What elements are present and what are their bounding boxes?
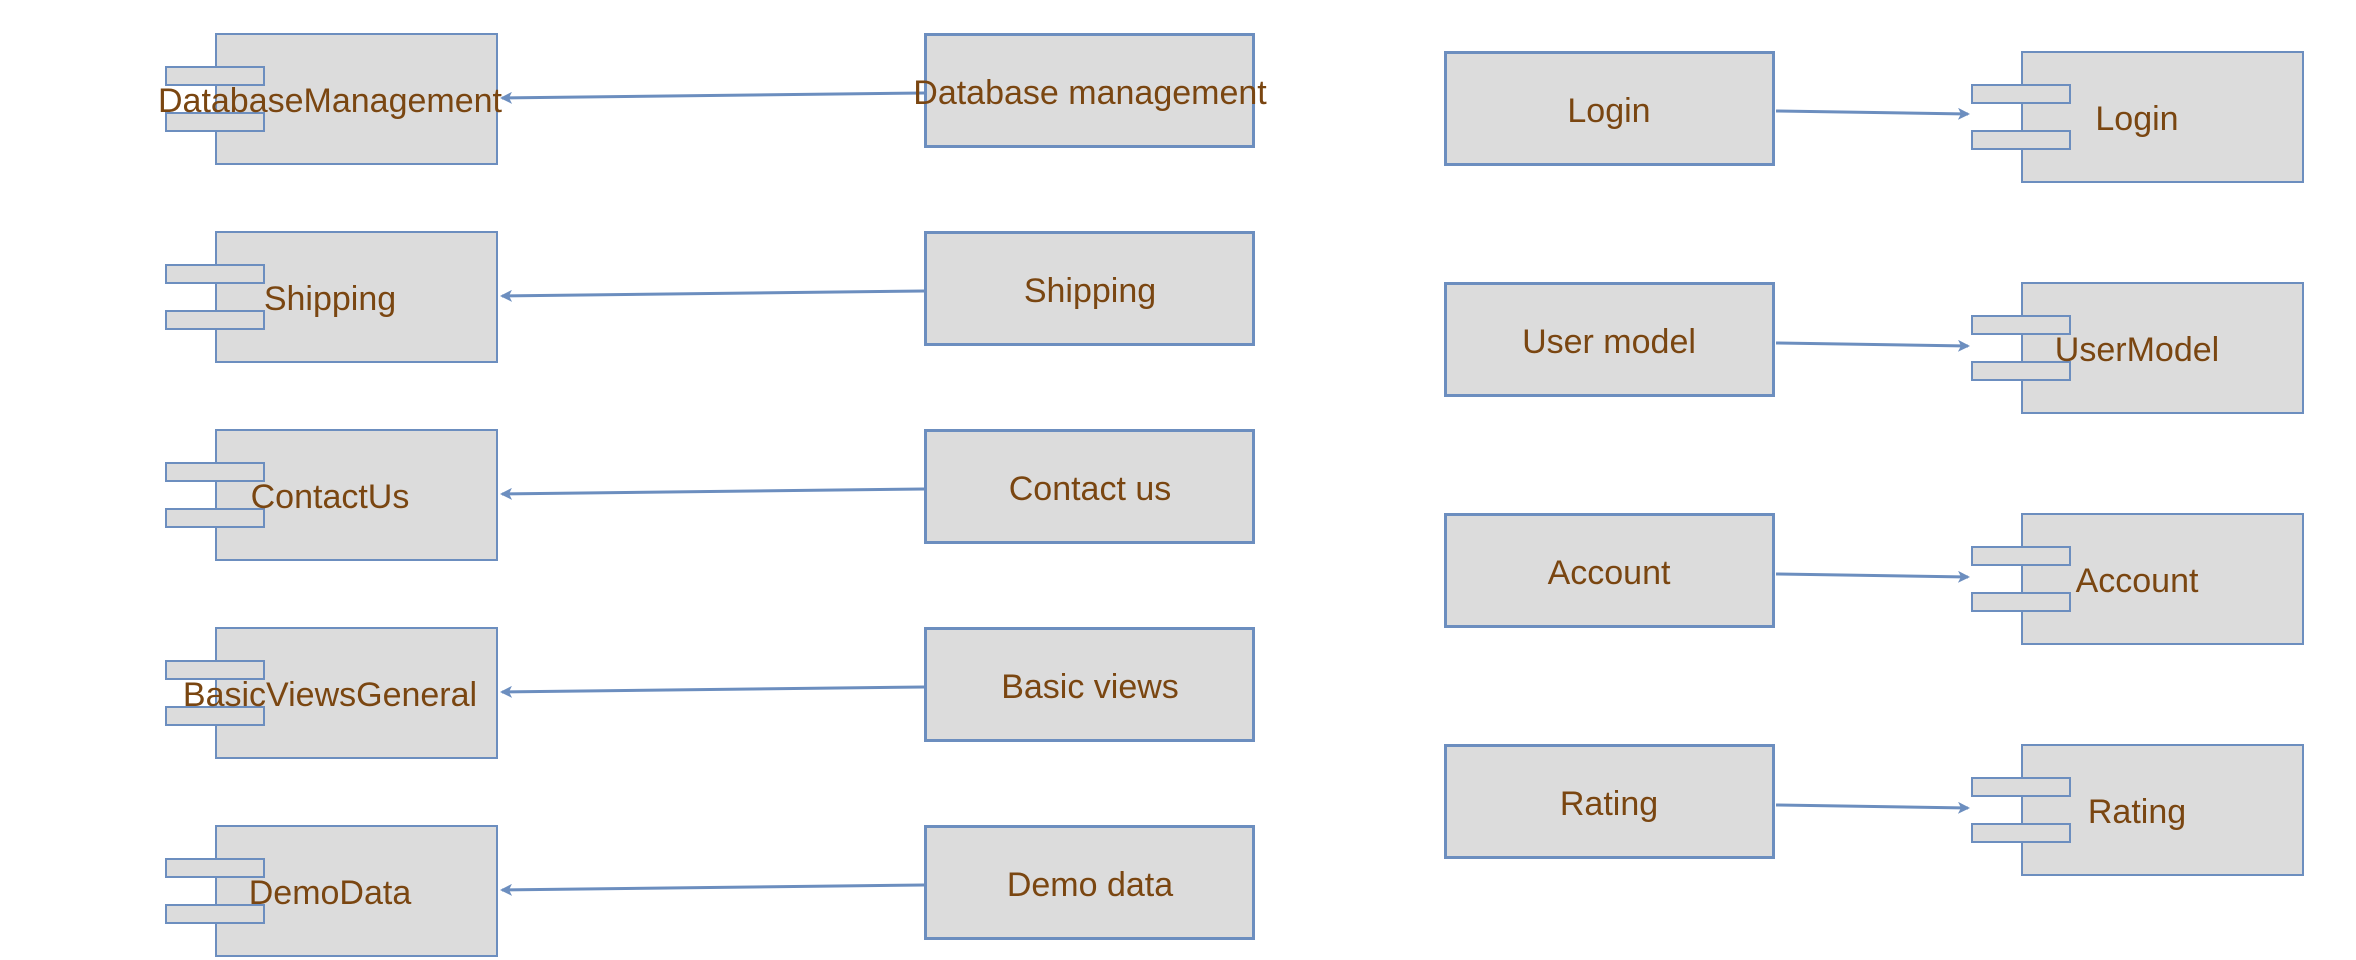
module-box-contact-us[interactable]	[924, 429, 1255, 544]
dependency-arrow-database-management	[500, 91, 925, 104]
module-box-account[interactable]	[1444, 513, 1775, 628]
component-port-upper	[1971, 315, 2071, 335]
component-shipping[interactable]	[215, 231, 498, 363]
component-label-account: Account	[2075, 562, 2199, 600]
component-login[interactable]	[2021, 51, 2304, 183]
dependency-arrow-contact-us	[500, 487, 925, 500]
component-port-upper	[165, 462, 265, 482]
module-label-rating: Rating	[1559, 785, 1659, 823]
module-box-login[interactable]	[1444, 51, 1775, 166]
module-box-basic-views[interactable]	[924, 627, 1255, 742]
module-box-user-model[interactable]	[1444, 282, 1775, 397]
module-box-shipping[interactable]	[924, 231, 1255, 346]
dependency-arrow-basic-views	[500, 685, 925, 698]
component-label-database-management: DatabaseManagement	[157, 82, 503, 120]
component-port-upper	[165, 264, 265, 284]
component-port-upper	[165, 858, 265, 878]
component-port-upper	[165, 660, 265, 680]
component-port-lower	[165, 706, 265, 726]
dependency-arrow-login	[1775, 107, 1970, 120]
module-box-demo-data[interactable]	[924, 825, 1255, 940]
dependency-arrow-rating	[1775, 801, 1970, 814]
component-label-login: Login	[2095, 100, 2179, 138]
module-label-contact-us: Contact us	[1008, 470, 1172, 508]
component-database-management[interactable]	[215, 33, 498, 165]
component-port-lower	[165, 112, 265, 132]
module-label-shipping: Shipping	[1023, 272, 1157, 310]
module-label-basic-views: Basic views	[1001, 668, 1179, 706]
component-rating[interactable]	[2021, 744, 2304, 876]
component-port-lower	[1971, 361, 2071, 381]
component-label-basic-views-general: BasicViewsGeneral	[182, 676, 478, 714]
component-port-lower	[165, 310, 265, 330]
component-label-user-model: UserModel	[2054, 331, 2220, 369]
component-port-lower	[1971, 823, 2071, 843]
component-account[interactable]	[2021, 513, 2304, 645]
component-port-lower	[1971, 130, 2071, 150]
component-port-upper	[1971, 84, 2071, 104]
component-contact-us[interactable]	[215, 429, 498, 561]
component-label-demo-data: DemoData	[248, 874, 412, 912]
component-label-shipping: Shipping	[263, 280, 397, 318]
component-label-contact-us: ContactUs	[250, 478, 410, 516]
module-label-login: Login	[1567, 92, 1651, 130]
component-demo-data[interactable]	[215, 825, 498, 957]
module-label-demo-data: Demo data	[1006, 866, 1174, 904]
component-port-lower	[1971, 592, 2071, 612]
module-label-user-model: User model	[1522, 323, 1696, 361]
dependency-arrow-account	[1775, 570, 1970, 583]
component-basic-views-general[interactable]	[215, 627, 498, 759]
component-port-lower	[165, 508, 265, 528]
component-user-model[interactable]	[2021, 282, 2304, 414]
module-label-database-management: Database management	[913, 74, 1267, 112]
dependency-arrow-user-model	[1775, 339, 1970, 352]
component-port-upper	[1971, 777, 2071, 797]
component-label-rating: Rating	[2087, 793, 2187, 831]
dependency-arrow-shipping	[500, 289, 925, 302]
module-label-account: Account	[1547, 554, 1671, 592]
module-box-rating[interactable]	[1444, 744, 1775, 859]
component-port-lower	[165, 904, 265, 924]
component-port-upper	[1971, 546, 2071, 566]
component-port-upper	[165, 66, 265, 86]
module-box-database-management[interactable]	[924, 33, 1255, 148]
dependency-arrow-demo-data	[500, 883, 925, 896]
